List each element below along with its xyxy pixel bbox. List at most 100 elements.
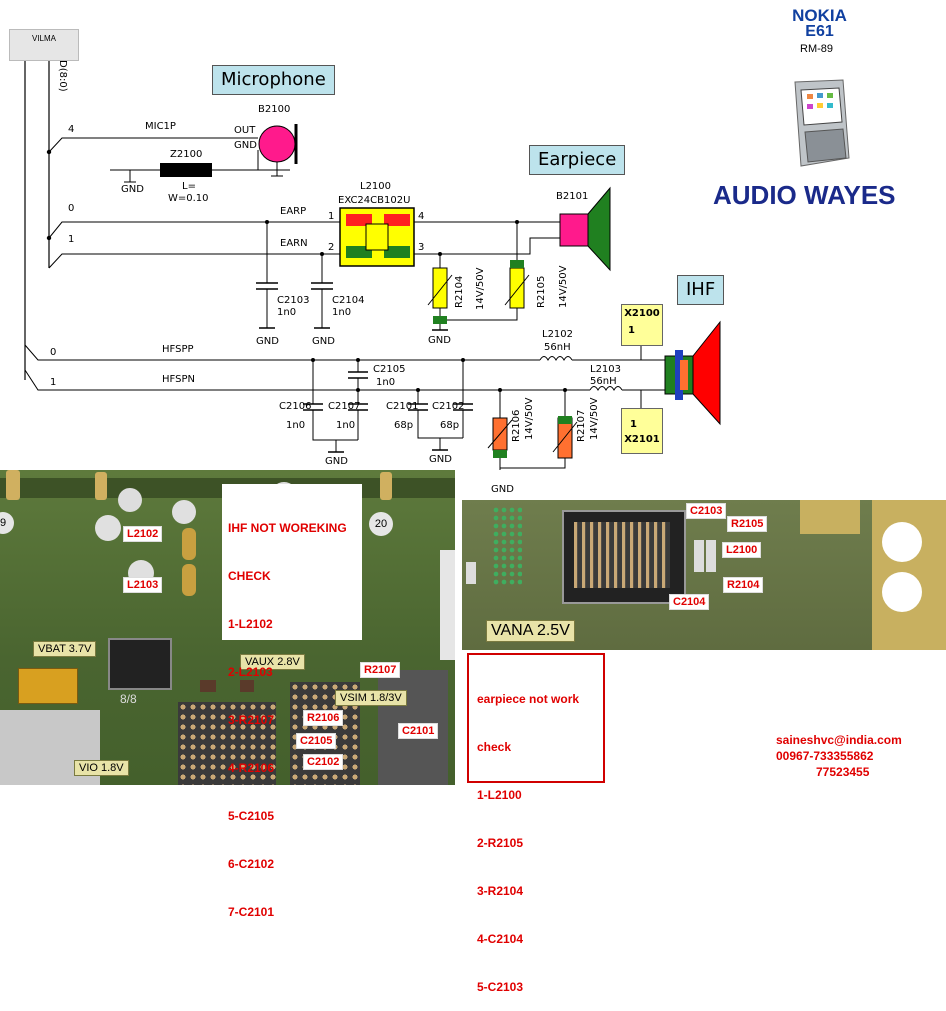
vsim-label: VSIM 1.8/3V (335, 690, 407, 706)
mark-20: 20 (369, 512, 393, 536)
ihf-note-item: 4-R2106 (228, 761, 275, 775)
z2100-body (160, 163, 212, 177)
c2107-val: 1n0 (336, 420, 355, 431)
nokia-logo-line1: NOKIA (792, 6, 847, 25)
r2106-label: R2106 (511, 410, 522, 442)
earpiece-check-note: earpiece not work check 1-L2100 2-R2105 … (467, 653, 605, 994)
pin-1-ear: 1 (68, 234, 74, 245)
r2105-val: 14V/50V (558, 265, 569, 308)
vbat-label: VBAT 3.7V (33, 641, 97, 657)
l2103-val: 56nH (590, 376, 617, 387)
model-label: RM-89 (800, 43, 834, 55)
pin-0-ear: 0 (68, 203, 74, 214)
pcb-label-c2103: C2103 (686, 503, 727, 519)
l2100-pin2: 2 (328, 242, 334, 253)
l2103-coil (589, 386, 623, 392)
contact-phone2: 77523455 (816, 765, 870, 779)
c2103-val: 1n0 (277, 307, 296, 318)
c2104-label: C2104 (332, 295, 364, 306)
ihf-note-title2: CHECK (228, 569, 271, 583)
pcb-label-r2106: R2106 (303, 710, 344, 726)
r2105-body (509, 267, 525, 309)
audio-schematic: D(8:0) 4 MIC1P OUT GND GND Z2100 L= W=0.… (24, 55, 721, 470)
net-out: OUT (234, 125, 256, 136)
r2106-val: 14V/50V (524, 397, 535, 440)
ear-note-item: 4-C2104 (477, 932, 524, 946)
nokia-logo: NOKIA E61 (772, 6, 867, 40)
b2100-label: B2100 (258, 104, 290, 115)
gnd-c2104: GND (312, 336, 335, 347)
vana-label: VANA 2.5V (486, 620, 575, 642)
net-hfspp: HFSPP (162, 344, 194, 355)
l2102-val: 56nH (544, 342, 571, 353)
c2106-label: C2106 (279, 401, 311, 412)
l2102-label: L2102 (542, 329, 573, 340)
c2102-val: 68p (440, 420, 459, 431)
x2100-connector: X2100 1 (621, 304, 663, 346)
bus-label: D(8:0) (57, 60, 68, 92)
r2104-label: R2104 (454, 276, 465, 308)
r2107-val: 14V/50V (589, 397, 600, 440)
microphone-symbol (258, 125, 296, 163)
mark-9: 9 (0, 512, 14, 534)
net-earp: EARP (280, 206, 306, 217)
l2102-coil (539, 356, 573, 362)
net-mic1p: MIC1P (145, 121, 176, 132)
l2103-label: L2103 (590, 364, 621, 375)
x2101-pin: 1 (630, 419, 637, 430)
gnd-c2103: GND (256, 336, 279, 347)
ihf-note-title1: IHF NOT WOREKING (228, 521, 347, 535)
gnd-c2106: GND (325, 456, 348, 467)
c2103-label: C2103 (277, 295, 309, 306)
vilma-tag: VILMA (9, 29, 79, 61)
pcb-label-r2104: R2104 (723, 577, 764, 593)
c2101-label: C2101 (386, 401, 418, 412)
pin-0-ihf: 0 (50, 347, 56, 358)
contact-email: saineshvc@india.com (776, 733, 902, 747)
pcb-label-c2101: C2101 (398, 723, 439, 739)
ihf-note-item: 1-L2102 (228, 617, 273, 631)
c2107-label: C2107 (328, 401, 360, 412)
pin-1-ihf: 1 (50, 377, 56, 388)
ihf-section-label: IHF (677, 275, 725, 305)
pcb-label-l2100: L2100 (722, 542, 762, 558)
ihf-note-item: 3-R2107 (228, 713, 275, 727)
r2107-label: R2107 (576, 410, 587, 442)
earpiece-speaker (559, 213, 589, 247)
ihf-note-item: 2-L2103 (228, 665, 273, 679)
z2100-val1: L= (182, 181, 196, 192)
pin-4: 4 (68, 124, 74, 135)
pcb-label-c2104: C2104 (669, 594, 710, 610)
l2100-pin1: 1 (328, 211, 334, 222)
x2100-pin: 1 (628, 325, 635, 336)
l2100-label: L2100 (360, 181, 391, 192)
c2104-val: 1n0 (332, 307, 351, 318)
ear-note-item: 3-R2104 (477, 884, 524, 898)
l2100-pin3: 3 (418, 242, 424, 253)
r2105-label: R2105 (536, 276, 547, 308)
z2100-val2: W=0.10 (168, 193, 209, 204)
ihf-note-item: 7-C2101 (228, 905, 275, 919)
r2104-val: 14V/50V (475, 267, 486, 310)
gnd-z2100: GND (121, 184, 144, 195)
c2102-label: C2102 (432, 401, 464, 412)
ear-note-title2: check (477, 740, 512, 754)
pcb-label-r2105: R2105 (727, 516, 768, 532)
earpiece-section-label: Earpiece (529, 145, 626, 175)
net-gnd-mic: GND (234, 140, 257, 151)
contact-phone1: 00967-733355862 (776, 749, 874, 763)
x2100-label: X2100 (624, 308, 660, 319)
pcb-label-l2102: L2102 (123, 526, 163, 542)
ear-note-item: 5-C2103 (477, 980, 524, 994)
gnd-r2104: GND (428, 335, 451, 346)
pcb-label-r2107: R2107 (360, 662, 401, 678)
x2101-connector: 1 X2101 (621, 408, 663, 454)
pcb-label-l2103: L2103 (123, 577, 163, 593)
c2101-val: 68p (394, 420, 413, 431)
net-hfspn: HFSPN (162, 374, 195, 385)
ear-note-title1: earpiece not work (477, 692, 580, 706)
l2100-part: EXC24CB102U (338, 195, 410, 206)
r2104-body (432, 267, 448, 309)
pcb-label-c2105: C2105 (296, 733, 337, 749)
gnd-r2106: GND (491, 484, 514, 495)
